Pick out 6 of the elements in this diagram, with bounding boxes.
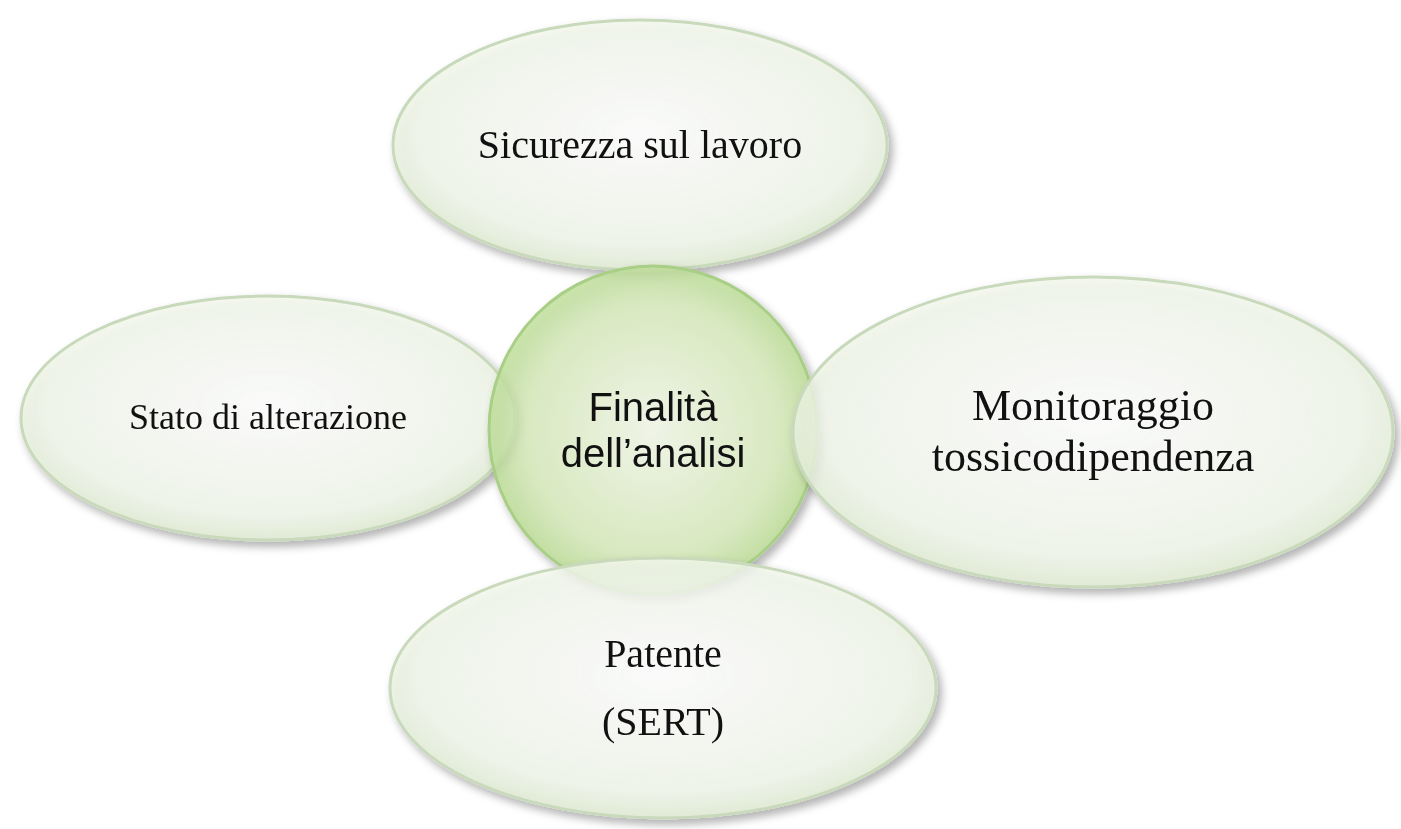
node-label: Stato di alterazione xyxy=(129,397,407,439)
node-label: Monitoraggio tossicodipendenza xyxy=(930,381,1256,483)
node-label: (SERT) xyxy=(602,699,724,745)
node-label: Patente xyxy=(604,631,722,677)
node-label: Finalità dell’analisi xyxy=(559,384,747,476)
node-label: Sicurezza sul lavoro xyxy=(477,122,803,168)
